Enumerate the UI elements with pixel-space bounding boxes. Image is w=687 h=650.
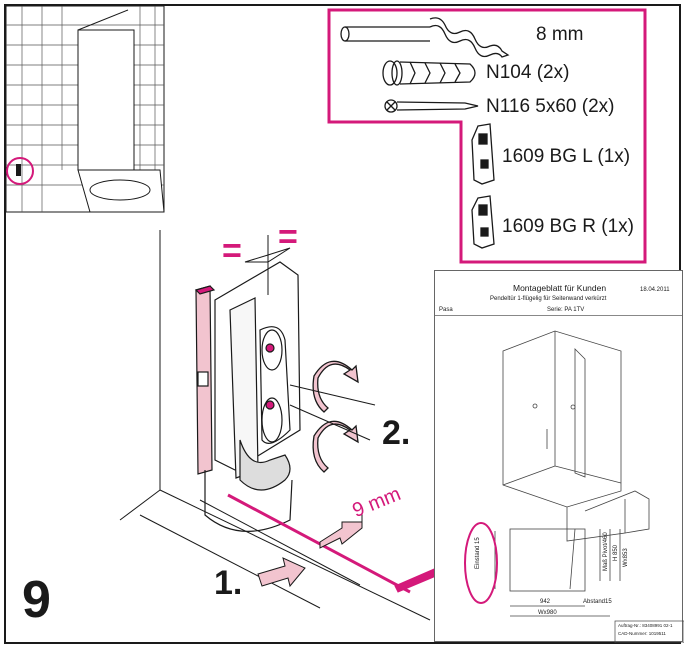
shower-thumbnail	[5, 5, 165, 213]
assembly-sheet: Montageblatt für Kunden 18.04.2011 Pende…	[434, 270, 684, 643]
detail-circle	[6, 157, 34, 185]
parts-box	[327, 8, 647, 264]
drill-bit-icon	[340, 17, 510, 58]
sheet-title: Montageblatt für Kunden	[513, 283, 607, 293]
part-label-bracket-r: 1609 BG R (1x)	[502, 216, 634, 237]
part-label-bracket-l: 1609 BG L (1x)	[502, 146, 631, 167]
order-number: Auftrag-Nr.: 83408991 02-1	[618, 623, 673, 628]
sheet-date: 18.04.2011	[640, 287, 670, 293]
dim-einstand: Einstand 15	[475, 537, 481, 569]
step-1-label: 1.	[214, 564, 243, 602]
distance-arrow	[319, 514, 363, 549]
hinge-bracket-left-icon	[471, 123, 495, 185]
measure-line	[227, 493, 411, 594]
push-arrow	[257, 557, 306, 588]
sheet-divider	[435, 315, 682, 316]
dim-wx853: Wx853	[623, 548, 629, 567]
part-label-drill: 8 mm	[536, 24, 584, 45]
hinge-bracket-right-icon	[471, 195, 495, 249]
dim-abstand: Abstand15	[583, 599, 612, 605]
dim-h850: H 850	[613, 544, 619, 561]
sheet-highlight-circle	[464, 522, 498, 604]
step-2-label: 2.	[382, 414, 411, 452]
screw-icon	[384, 99, 479, 113]
equal-mark-right: =	[278, 218, 298, 256]
part-label-plug: N104 (2x)	[486, 62, 570, 83]
dim-pivot: Maß Pivot/460	[603, 532, 609, 571]
cad-number: CAD-Nummer: 1019511	[618, 631, 666, 636]
wall-bracket	[214, 261, 301, 491]
sheet-subtitle: Pendeltür 1-flügelig für Seitenwand verk…	[490, 296, 607, 302]
rotate-arrows	[312, 360, 359, 473]
equal-mark-left: =	[222, 232, 242, 270]
wall-plug-icon	[382, 60, 476, 86]
sheet-series: Serie: PA 1TV	[547, 307, 585, 313]
sheet-left-label: Pasa	[439, 307, 453, 313]
spirit-level	[194, 285, 216, 475]
sheet-drawing	[464, 330, 684, 643]
dim-wx980: Wx980	[538, 610, 557, 616]
dim-942: 942	[540, 599, 551, 605]
step-number: 9	[22, 571, 51, 629]
part-label-screw: N116 5x60 (2x)	[486, 96, 615, 117]
